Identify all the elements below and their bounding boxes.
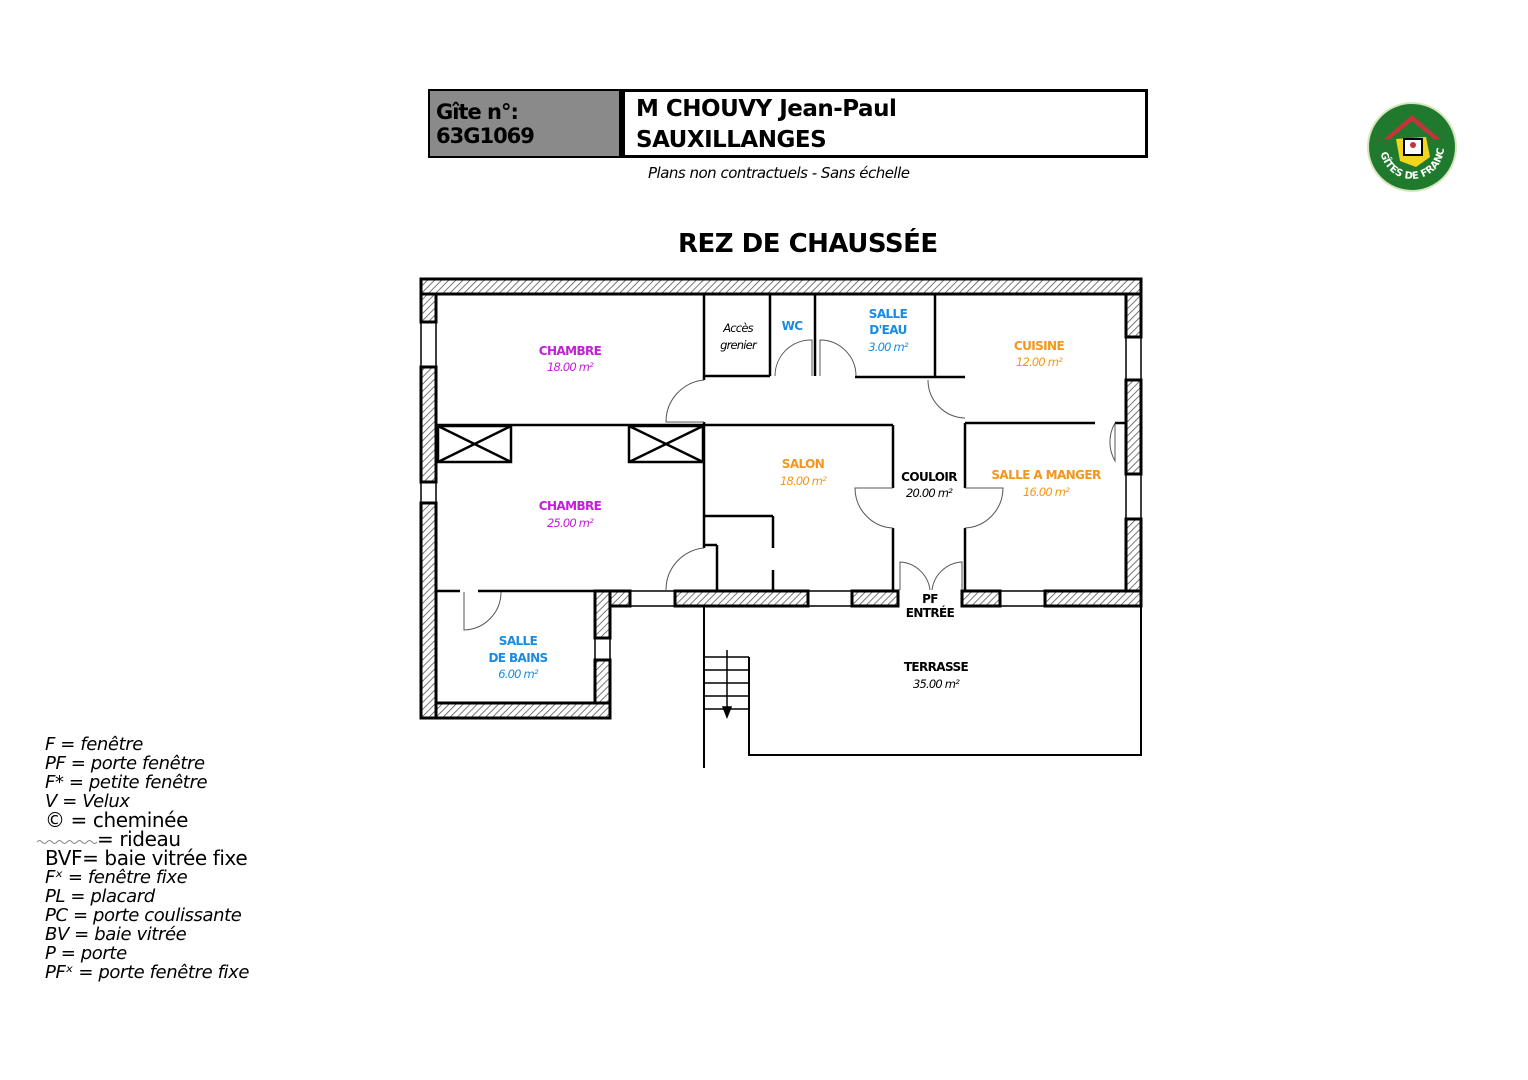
legend-item: BV = baie vitrée [45,924,187,945]
room-name-salle-eau-2: D'EAU [869,323,907,337]
legend-item: © = cheminée [45,808,188,832]
legend-item: PF = porte fenêtre [45,753,205,774]
room-area-cuisine: 12.00 m² [1016,355,1063,369]
owner-box: M CHOUVY Jean-Paul SAUXILLANGES [621,89,1148,158]
legend-item: F* = petite fenêtre [45,772,208,793]
entrance-label: PF [922,592,938,606]
room-name-salle-bains: SALLE [499,634,538,648]
town-name: SAUXILLANGES [636,127,827,153]
room-name-salle-bains-2: DE BAINS [488,651,547,665]
curtain-wave-icon [36,840,98,844]
terrace-outline [703,606,1142,768]
windows [420,321,1142,661]
gite-number: Gîte n°: 63G1069 [436,99,535,148]
room-area-salle-eau: 3.00 m² [868,340,909,354]
room-name-salon: SALON [782,457,824,471]
room-area-salle-bains: 6.00 m² [498,667,539,681]
gite-number-box: Gîte n°: 63G1069 [428,89,621,158]
floor-title: REZ DE CHAUSSÉE [678,229,938,259]
closets [436,424,705,464]
room-area-chambre-1: 18.00 m² [547,360,594,374]
room-area-couloir: 20.00 m² [906,486,953,500]
room-area-terrasse: 35.00 m² [913,677,960,691]
door-swings [463,339,1116,631]
legend-item: Fˣ = fenêtre fixe [45,867,188,888]
legend-item: PC = porte coulissante [45,905,242,926]
legend-item: P = porte [45,943,127,964]
entrance-label-2: ENTRÉE [906,605,955,620]
stairs [704,650,749,720]
room-name-salle-a-manger: SALLE A MANGER [991,468,1101,482]
legend-item: PFˣ = porte fenêtre fixe [45,962,250,983]
legend-item: PL = placard [45,886,155,907]
room-area-salle-a-manger: 16.00 m² [1023,485,1070,499]
room-name-couloir: COULOIR [901,470,957,484]
room-name-acces-grenier: Accès [722,321,753,335]
room-name-cuisine: CUISINE [1014,339,1065,353]
legend-item: F = fenêtre [45,734,143,755]
room-name-acces-grenier-2: grenier [720,338,758,352]
room-area-salon: 18.00 m² [780,474,827,488]
legend-item: BVF= baie vitrée fixe [45,846,248,870]
room-name-chambre-2: CHAMBRE [539,499,602,513]
room-name-terrasse: TERRASSE [904,660,969,674]
disclaimer: Plans non contractuels - Sans échelle [648,164,910,182]
room-area-chambre-2: 25.00 m² [547,516,594,530]
room-name-salle-eau: SALLE [869,307,908,321]
room-name-wc: WC [782,319,804,333]
legend: F = fenêtre PF = porte fenêtre F* = peti… [36,734,250,983]
room-name-chambre-1: CHAMBRE [539,344,602,358]
legend-item: V = Velux [45,791,130,812]
legend-item-rideau: = rideau [36,827,249,851]
owner-name: M CHOUVY Jean-Paul [636,96,897,122]
gites-de-france-logo: GÎTES DE FRANCE [1366,101,1457,192]
legend-item-label: = rideau [97,827,181,851]
